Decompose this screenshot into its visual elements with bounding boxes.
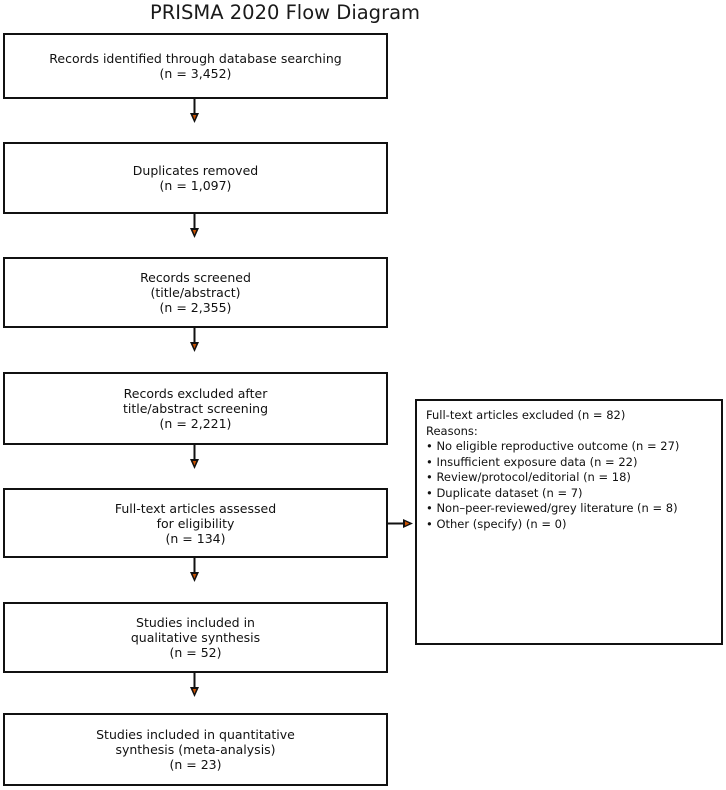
side-box-bullet: • Duplicate dataset (n = 7): [426, 485, 583, 500]
box-count: (n = 52): [169, 645, 222, 660]
box-text-line: (title/abstract): [150, 285, 241, 300]
arrow-down-icon: [190, 328, 199, 352]
arrow-right-icon: [388, 519, 413, 528]
arrow-down-icon: [190, 99, 199, 123]
side-box-bullet: • Insufficient exposure data (n = 22): [426, 454, 638, 469]
arrow-down-icon: [190, 673, 199, 697]
side-box-fulltext-excluded: Full-text articles excluded (n = 82) Rea…: [415, 399, 723, 645]
box-text-line: synthesis (meta-analysis): [115, 742, 276, 757]
box-count: (n = 1,097): [159, 178, 232, 193]
box-text-line: for eligibility: [156, 515, 235, 531]
flow-box-records-identified: Records identified through database sear…: [3, 33, 388, 99]
side-box-bullet: • Non–peer-reviewed/grey literature (n =…: [426, 501, 678, 515]
box-count: (n = 3,452): [159, 66, 232, 81]
side-box-subtitle: Reasons:: [426, 423, 478, 438]
box-text-line: qualitative synthesis: [130, 630, 261, 645]
side-box-title: Full-text articles excluded (n = 82): [426, 408, 626, 422]
side-box-bullet: • Review/protocol/editorial (n = 18): [426, 470, 631, 484]
box-text-line: Duplicates removed: [132, 163, 259, 178]
flow-box-records-excluded: Records excluded after title/abstract sc…: [3, 372, 388, 445]
arrow-down-icon: [190, 558, 199, 582]
side-box-bullet: • Other (specify) (n = 0): [426, 516, 567, 531]
flow-box-quantitative-synthesis: Studies included in quantitative synthes…: [3, 713, 388, 786]
box-text-line: title/abstract screening: [122, 401, 269, 416]
arrow-down-icon: [190, 214, 199, 238]
box-text-line: Studies included in: [136, 615, 255, 630]
box-count: (n = 2,355): [159, 300, 232, 315]
box-text-line: Records screened: [140, 270, 251, 285]
box-text-line: Records identified through database sear…: [49, 51, 342, 66]
box-text-line: Studies included in quantitative: [96, 727, 295, 742]
flow-box-qualitative-synthesis: Studies included in qualitative synthesi…: [3, 602, 388, 673]
flow-box-records-screened: Records screened (title/abstract) (n = 2…: [3, 257, 388, 328]
box-count: (n = 2,221): [159, 416, 232, 431]
diagram-title: PRISMA 2020 Flow Diagram: [149, 1, 421, 24]
flow-box-duplicates-removed: Duplicates removed (n = 1,097): [3, 142, 388, 214]
box-count: (n = 134): [165, 530, 226, 546]
box-text-line: Records excluded after: [123, 386, 268, 401]
box-count: (n = 23): [169, 757, 222, 772]
side-box-bullet: • No eligible reproductive outcome (n = …: [426, 439, 680, 453]
box-text-line: Full-text articles assessed: [114, 500, 277, 516]
arrow-down-icon: [190, 445, 199, 469]
flow-box-fulltext-assessed: Full-text articles assessed for eligibil…: [3, 488, 388, 558]
